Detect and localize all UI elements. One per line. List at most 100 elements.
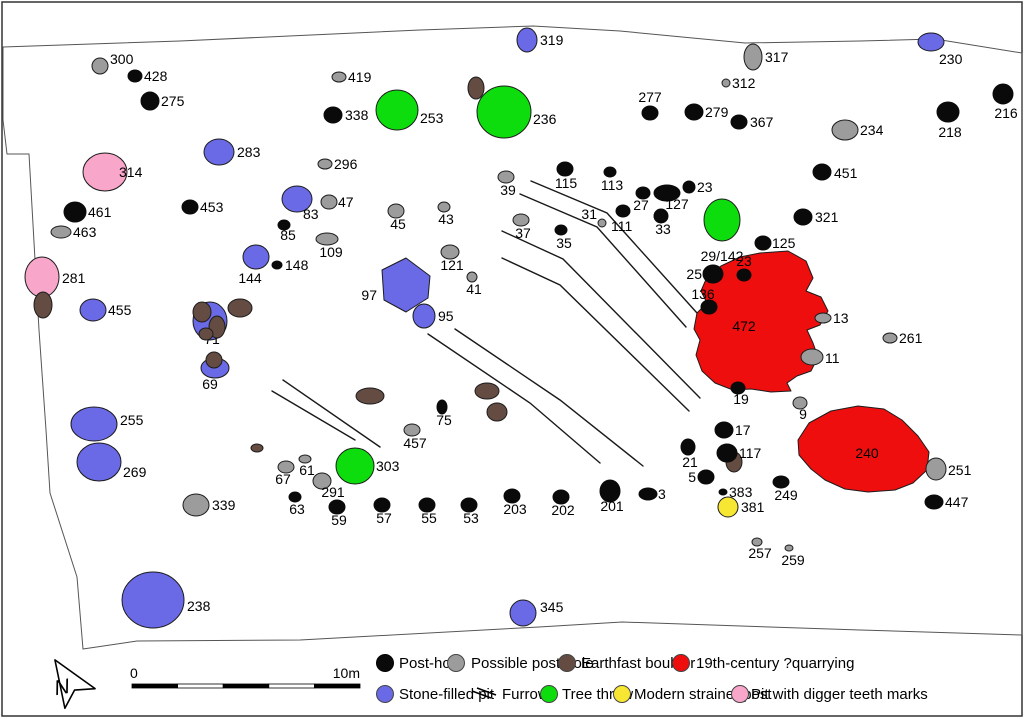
feature-possible-post-hole-9: 9 xyxy=(792,396,808,422)
feature-label: 203 xyxy=(503,501,527,517)
feature-label: 95 xyxy=(438,308,454,324)
feature-post-hole-35: 35 xyxy=(554,224,572,251)
feature-earthfast-boulder xyxy=(474,382,500,400)
feature-tree-throw-253: 253 xyxy=(375,89,444,131)
feature-earthfast-boulder xyxy=(486,402,508,422)
post-hole-shape xyxy=(460,497,478,513)
feature-label: 236 xyxy=(533,111,557,127)
feature-earthfast-boulder xyxy=(33,291,53,319)
feature-post-hole-148: 148 xyxy=(271,257,309,273)
furrow-line xyxy=(519,193,687,328)
tree-throw-shape xyxy=(375,89,419,131)
feature-tree-throw-236: 236 xyxy=(476,85,557,139)
feature-tree-throw-29/142: 29/142 xyxy=(701,198,744,264)
furrow-line xyxy=(282,379,381,448)
scale-bar-segment xyxy=(131,683,178,689)
feature-label: 261 xyxy=(899,330,923,346)
post-hole-shape xyxy=(812,163,832,181)
post-hole-shape xyxy=(323,106,343,124)
feature-label: 218 xyxy=(938,124,962,140)
tree-throw-shape xyxy=(703,198,741,242)
feature-possible-post-hole-312: 312 xyxy=(721,75,756,91)
feature-label: 144 xyxy=(238,270,262,286)
feature-label: 240 xyxy=(855,445,879,461)
post-hole-shape xyxy=(554,224,568,236)
feature-label: 109 xyxy=(319,244,343,260)
feature-label: 61 xyxy=(299,462,315,478)
feature-digger-teeth-pit xyxy=(82,152,128,192)
feature-label: 63 xyxy=(289,501,305,517)
feature-possible-post-hole-31: 31 xyxy=(581,206,607,228)
post-hole-shape xyxy=(436,399,448,415)
feature-post-hole-75: 75 xyxy=(436,399,452,428)
post-hole-shape xyxy=(140,91,160,111)
feature-stone-filled-pit-269: 269 xyxy=(76,442,147,482)
legend-label: Earthfast boulder xyxy=(581,655,695,672)
feature-label: 31 xyxy=(581,206,597,222)
feature-post-hole-33: 33 xyxy=(653,208,671,237)
legend-item-stone-filled-pit: Stone-filled pit xyxy=(376,685,495,703)
feature-post-hole-125: 125 xyxy=(754,235,796,251)
stone-filled-pit-shape xyxy=(203,138,235,166)
feature-label: 125 xyxy=(772,235,796,251)
scale-bar-segment xyxy=(268,683,315,689)
post-hole-shape xyxy=(716,443,738,463)
feature-post-hole-203: 203 xyxy=(503,488,527,517)
feature-label: 317 xyxy=(765,49,789,65)
possible-post-hole-shape xyxy=(298,454,312,464)
feature-label: 230 xyxy=(939,51,963,67)
feature-tree-throw-303: 303 xyxy=(335,447,400,485)
feature-label: 339 xyxy=(212,497,236,513)
feature-label: 251 xyxy=(948,462,972,478)
post-hole-shape xyxy=(653,184,681,202)
furrow-line xyxy=(501,257,690,412)
possible-post-hole-shape xyxy=(925,457,947,481)
possible-post-hole-shape xyxy=(91,57,109,75)
legend-swatch-stone-filled-pit xyxy=(376,685,394,703)
feature-post-hole-25: 25 xyxy=(686,264,724,284)
post-hole-shape xyxy=(63,201,87,223)
post-hole-shape xyxy=(772,475,790,489)
feature-post-hole-117: 117 xyxy=(716,443,762,463)
feature-label: 3 xyxy=(658,486,666,502)
legend-swatch-modern-strainer-post xyxy=(613,685,631,703)
feature-post-hole-59: 59 xyxy=(328,499,347,528)
north-arrow-shape xyxy=(54,659,96,710)
feature-earthfast-boulder xyxy=(467,76,485,100)
post-hole-shape xyxy=(700,299,718,315)
feature-possible-post-hole-67: 67 xyxy=(275,460,295,487)
possible-post-hole-shape xyxy=(440,244,460,260)
feature-label: 39 xyxy=(500,182,516,198)
stone-filled-pit-shape xyxy=(76,442,122,482)
legend-item-digger-teeth-pit: Pit with digger teeth marks xyxy=(731,685,928,703)
scale-bar-segment xyxy=(313,683,361,689)
stone-filled-pit-shape xyxy=(516,27,538,53)
feature-possible-post-hole-317: 317 xyxy=(743,43,789,71)
feature-label: 23 xyxy=(697,179,713,195)
legend-label: Pit with digger teeth marks xyxy=(751,686,928,703)
legend-item-post-hole: Post-hole xyxy=(376,654,462,672)
legend-label: Post-hole xyxy=(399,655,462,672)
feature-label: 97 xyxy=(361,287,377,303)
feature-label: 216 xyxy=(994,105,1018,121)
earthfast-boulder-shape xyxy=(250,443,264,453)
feature-post-hole-55: 55 xyxy=(418,497,437,526)
tree-throw-shape xyxy=(335,447,375,485)
post-hole-shape xyxy=(754,235,772,251)
possible-post-hole-shape xyxy=(466,271,478,283)
post-hole-shape xyxy=(793,208,813,226)
possible-post-hole-shape xyxy=(497,170,515,184)
possible-post-hole-shape xyxy=(315,232,339,246)
feature-post-hole-113: 113 xyxy=(601,166,623,193)
feature-label: 234 xyxy=(860,122,884,138)
feature-label: 383 xyxy=(729,484,753,500)
feature-post-hole-451: 451 xyxy=(812,163,858,181)
stone-filled-pit-shape xyxy=(917,32,945,52)
feature-label: 451 xyxy=(834,165,858,181)
feature-post-hole-367: 367 xyxy=(730,114,774,130)
post-hole-shape xyxy=(638,487,658,501)
earthfast-boulder-shape xyxy=(474,382,500,400)
feature-label: 455 xyxy=(108,302,132,318)
